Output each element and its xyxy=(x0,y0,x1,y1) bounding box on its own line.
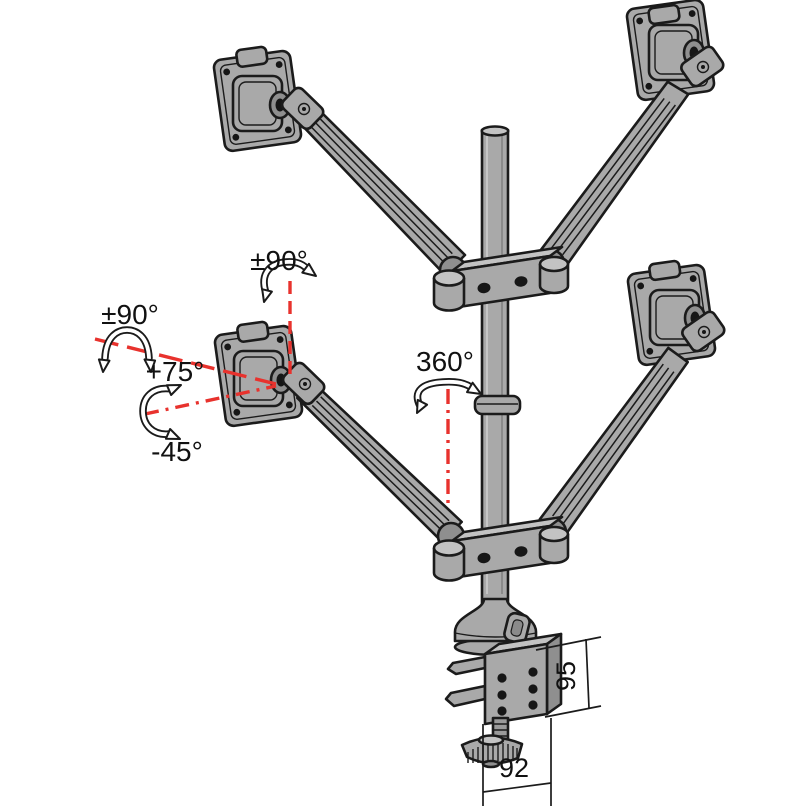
vesa-hole xyxy=(276,336,284,343)
extension-line xyxy=(544,705,602,718)
vesa-hole xyxy=(232,133,240,141)
quick-release-tab xyxy=(648,259,682,282)
dimension-92-label: 92 xyxy=(499,753,529,783)
clamp-hole xyxy=(528,684,538,694)
clamp-hole xyxy=(497,690,507,700)
gas-spring-arm-top-left xyxy=(295,102,467,277)
annotation-pan-side-label: ±90° xyxy=(101,299,159,330)
annotation-swivel-label: 360° xyxy=(416,346,474,377)
vesa-hole xyxy=(223,68,231,76)
quick-release-tab xyxy=(235,45,269,68)
vesa-hole xyxy=(645,82,653,90)
extension-line xyxy=(535,636,602,651)
tilt-joint-top-right xyxy=(680,45,725,88)
vesa-hole xyxy=(637,282,645,290)
vesa-hole xyxy=(224,343,232,351)
vesa-hole xyxy=(688,10,696,17)
vesa-hole xyxy=(646,347,654,355)
clamp-hole xyxy=(528,667,538,677)
dimension-line xyxy=(585,638,590,709)
cable-clip xyxy=(503,611,531,645)
vesa-hole xyxy=(275,61,283,68)
desk-clamp xyxy=(444,632,563,726)
clamp-screw-knob xyxy=(460,716,524,769)
arc-rotation-arrow-icon-top xyxy=(260,258,317,303)
pole-collar-ring xyxy=(473,394,522,416)
annotation-tilt-down-label: -45° xyxy=(151,436,203,467)
dimension-line xyxy=(482,782,552,793)
quick-release-tab xyxy=(647,3,681,26)
dimension-clamp-height: 95 xyxy=(535,636,602,718)
vesa-hole xyxy=(284,126,292,134)
gas-spring-arm-top-right xyxy=(537,80,690,270)
gas-spring-arm-mid-right xyxy=(538,346,690,539)
lower-arm-bracket xyxy=(432,515,570,582)
dimension-clamp-depth: 92 xyxy=(482,718,552,806)
clamp-hole xyxy=(528,700,538,710)
rotation-axis-pan-side xyxy=(94,337,277,386)
vesa-hole xyxy=(636,17,644,25)
vesa-plate-mid-right xyxy=(626,259,717,367)
arc-swivel-arrow-icon xyxy=(413,378,482,414)
annotation-tilt-up-label: +75° xyxy=(146,356,205,387)
tilt-joint-top-left xyxy=(280,86,325,131)
vesa-hole xyxy=(285,401,293,409)
arc-rotation-arrow-icon-side xyxy=(97,326,157,373)
gas-spring-arm-mid-left xyxy=(295,380,464,544)
clamp-jaw-tab xyxy=(444,684,487,708)
vesa-hole xyxy=(233,408,241,416)
clamp-jaw-tab xyxy=(446,655,487,676)
tilt-joint-mid-right xyxy=(681,310,726,353)
dimension-95-label: 95 xyxy=(551,661,581,691)
arc-tilt-arrow-icon xyxy=(139,384,182,440)
upper-arm-bracket xyxy=(432,245,570,312)
annotation-pan-top-label: ±90° xyxy=(250,245,308,276)
clamp-hole xyxy=(497,673,507,683)
rotation-axis-tilt xyxy=(144,384,277,416)
quick-release-tab xyxy=(236,320,270,343)
vesa-hole xyxy=(689,275,697,282)
clamp-hole xyxy=(497,706,507,716)
